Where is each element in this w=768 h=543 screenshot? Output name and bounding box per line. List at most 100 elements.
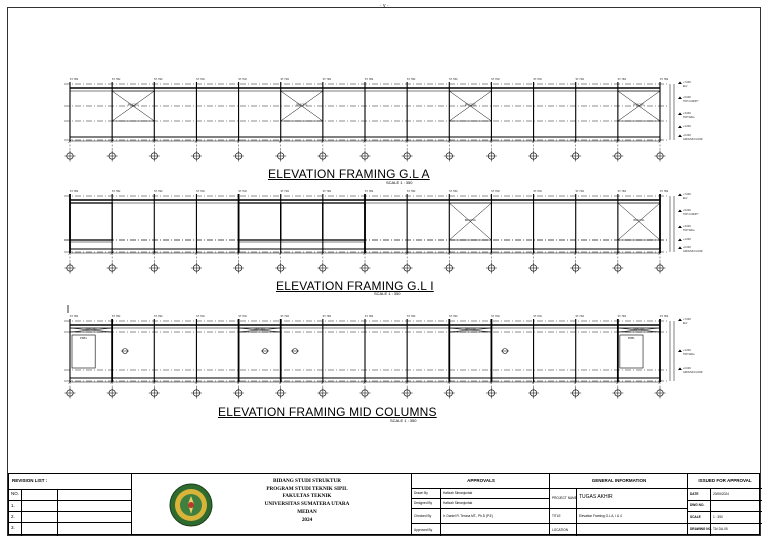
level-name: ELV: [683, 197, 688, 200]
column-mark: ST. H02: [449, 315, 458, 318]
level-value: +7.000: [683, 318, 691, 321]
level-marker: [678, 209, 682, 212]
bracing-label: BRACING: [633, 328, 644, 331]
bracing-label: BRACING: [465, 328, 476, 331]
column-mark: ST. H02: [575, 78, 584, 81]
issued-dwg-label: DWG NO.: [690, 503, 705, 507]
column-mark: ST. H02: [238, 78, 247, 81]
level-value: +0.000: [683, 367, 691, 370]
level-value: +1.000: [683, 125, 691, 128]
level-marker: [678, 193, 682, 196]
level-marker: [678, 81, 682, 84]
level-name: TOP CANOPY: [683, 100, 699, 103]
bracing-diagonal: [617, 327, 661, 333]
department-line-1: BIDANG STUDI STRUKTUR: [272, 478, 342, 484]
approval-label-approved: Approved By: [414, 528, 433, 532]
column-mark: ST. H02: [112, 190, 121, 193]
level-value: +3.000: [683, 112, 691, 115]
issued-date-value: 20/06/2024: [713, 492, 729, 496]
issued-header: ISSUED FOR APPROVAL: [698, 478, 752, 483]
column-mark: ST. H02: [533, 78, 542, 81]
column-mark: ST. H02: [660, 315, 669, 318]
revision-row-2: 2.: [11, 514, 15, 519]
column-mark: ST. H02: [323, 78, 332, 81]
location-label: LOCATION: [552, 528, 569, 532]
approvals-cell: APPROVALS Drawn By Hafizah Simanjuntak D…: [411, 474, 550, 536]
column-mark: ST. H02: [154, 78, 163, 81]
bracing-diagonal: [111, 90, 155, 122]
elevation-title-gl-i: ELEVATION FRAMING G.L I: [276, 279, 434, 293]
sub-frame-bay: [322, 202, 366, 241]
opening-label: PRB1: [628, 336, 635, 340]
level-marker: [678, 225, 682, 228]
level-marker: [678, 318, 682, 321]
level-value: +7.000: [683, 193, 691, 196]
approval-label-designed: Designed By: [414, 501, 433, 505]
issued-scale-value: 1 : 350: [713, 515, 723, 519]
approval-value-checked: Ir. Daniel R. Teruna MT., Ph.D (P.E): [443, 514, 493, 518]
level-name: TOP WALL: [683, 116, 696, 119]
bracing-bay: [449, 327, 492, 333]
bracing-diagonal: [617, 202, 661, 241]
revision-no-label: NO.: [11, 491, 20, 496]
elevation-title-mid-columns: ELEVATION FRAMING MID COLUMNS: [218, 405, 437, 419]
elevation-scale-gl-i: SCALE 1 : 350: [374, 291, 401, 296]
revision-list-label: REVISION LIST :: [12, 478, 48, 483]
level-marker: [678, 134, 682, 137]
approval-label-checked: Checked By: [414, 514, 432, 518]
opening-label: PRB1: [80, 336, 87, 340]
column-mark: ST. H02: [323, 315, 332, 318]
department-line-5: MEDAN: [297, 509, 317, 515]
bracing-bay: [449, 202, 492, 241]
project-name-value: TUGAS AKHIR: [579, 494, 613, 500]
bracing-bay: [280, 90, 324, 122]
sub-frame-bay: [69, 202, 113, 241]
column-mark: ST. H02: [449, 190, 458, 193]
approvals-header: APPROVALS: [467, 478, 495, 483]
level-marker: [678, 367, 682, 370]
department-line-2: PROGRAM STUDI TEKNIK SIPIL: [266, 486, 348, 492]
bracing-diagonal: [617, 90, 661, 122]
level-value: +3.000: [683, 225, 691, 228]
level-name: ELV: [683, 322, 688, 325]
department-cell: BIDANG STUDI STRUKTUR PROGRAM STUDI TEKN…: [131, 474, 411, 534]
level-value: +1.000: [683, 349, 691, 352]
column-mark: ST. H02: [196, 78, 205, 81]
column-mark: ST. H02: [365, 190, 374, 193]
column-mark: ST. H02: [575, 315, 584, 318]
bracing-label: BRACING: [128, 104, 139, 107]
opening-frame: [71, 334, 96, 369]
level-value: +7.000: [683, 81, 691, 84]
bracing-diagonal: [449, 90, 492, 122]
bracing-label: BRACING: [633, 219, 644, 222]
sub-frame-bay: [280, 202, 324, 241]
level-name: TOP WALL: [683, 229, 696, 232]
column-mark: ST. H02: [449, 78, 458, 81]
column-mark: ST. H02: [491, 190, 500, 193]
title-block: REVISION LIST : NO. 1. 2. 3. BIDANG STUD…: [8, 473, 762, 536]
sub-frame-bay: [237, 202, 282, 241]
level-marker: [678, 246, 682, 249]
bracing-label: BRACING: [465, 104, 476, 107]
level-marker: [678, 349, 682, 352]
issued-drawing-no-value: TA/ DA-05: [713, 527, 728, 531]
bracing-bay: [449, 90, 492, 122]
bracing-bay: [617, 327, 661, 333]
column-mark: ST. H02: [407, 190, 416, 193]
column-mark: ST. H02: [196, 315, 205, 318]
department-line-4: UNIVERSITAS SUMATERA UTARA: [264, 501, 350, 507]
university-logo: [169, 483, 213, 527]
column-mark: ST. H02: [618, 315, 627, 318]
level-name: ELV: [683, 85, 688, 88]
column-mark: ST. H02: [238, 190, 247, 193]
level-value: +1.000: [683, 238, 691, 241]
column-mark: ST. H02: [238, 315, 247, 318]
bracing-bay: [617, 90, 661, 122]
top-mark: · y ·: [380, 3, 389, 9]
column-mark: ST. H02: [70, 315, 79, 318]
bracing-diagonal: [449, 327, 492, 333]
column-mark: ST. H02: [70, 190, 79, 193]
column-mark: ST. H02: [112, 315, 121, 318]
issued-drawing-no-label: DRAWING NO.: [690, 527, 712, 531]
elevation-framing-gl-i-drawing: ST. H02 ST. H02 ST. H02 ST. H02 ST. H02 ST. H…: [64, 190, 703, 274]
